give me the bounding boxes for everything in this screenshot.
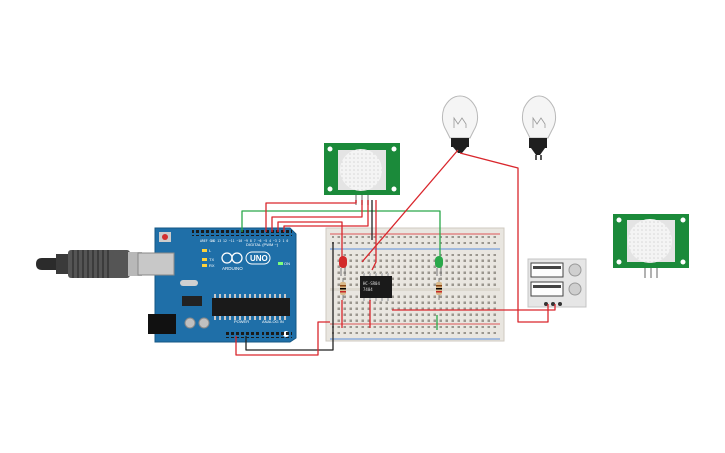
arduino-logo-icon	[221, 252, 243, 264]
atmega-chip	[212, 298, 290, 316]
analog-header[interactable]	[262, 332, 292, 338]
wire-red[interactable]	[235, 321, 330, 356]
power-label: POWER	[234, 319, 249, 324]
wire-red[interactable]	[277, 221, 343, 258]
l-label: L	[209, 248, 212, 253]
power-header[interactable]	[226, 332, 260, 338]
pin-numbers: AREF GND 13 12 ~11 ~10 ~9 8 7 ~6 ~5 4 ~3…	[200, 239, 288, 243]
wires[interactable]	[235, 149, 556, 356]
resistor-icon[interactable]	[340, 278, 346, 300]
pir-sensor-icon[interactable]	[613, 214, 689, 278]
wire-red[interactable]	[271, 200, 363, 232]
brand-text: ARDUINO	[222, 266, 243, 271]
wire-red[interactable]	[459, 152, 549, 323]
resistor-icon[interactable]	[436, 278, 442, 300]
wire-red[interactable]	[392, 304, 556, 311]
relay-icon[interactable]	[527, 258, 587, 308]
power-jack	[148, 314, 176, 334]
breadboard[interactable]	[325, 227, 505, 342]
on-label: ON	[284, 261, 290, 266]
model-text: UNO	[250, 254, 268, 263]
pir-sensor-icon[interactable]	[324, 143, 400, 205]
analog-label: ANALOG IN	[262, 319, 284, 324]
lightbulb-icon[interactable]	[521, 95, 557, 160]
lightbulb-icon[interactable]	[441, 95, 479, 153]
wire-red[interactable]	[283, 200, 369, 232]
arduino-uno-board[interactable]: L TX RX UNO ARDUINO ON DIGITAL (PWM ~) A…	[137, 227, 297, 343]
digital-label: DIGITAL (PWM ~)	[246, 242, 279, 247]
wire-green[interactable]	[241, 210, 441, 258]
wire-black[interactable]	[245, 242, 334, 351]
tx-label: TX	[209, 257, 214, 262]
green-led-icon[interactable]	[435, 256, 443, 276]
wire-red[interactable]	[361, 149, 459, 263]
wire-red[interactable]	[371, 200, 377, 271]
wire-red[interactable]	[265, 200, 357, 232]
red-led-icon[interactable]	[339, 256, 347, 276]
ic-chip[interactable]: HC-SR04 7404	[360, 273, 392, 301]
rx-label: RX	[209, 263, 215, 268]
ic-label-1: HC-SR04	[363, 281, 380, 286]
digital-header[interactable]	[192, 230, 292, 236]
ic-label-2: 7404	[363, 287, 373, 292]
usb-port	[137, 252, 175, 276]
